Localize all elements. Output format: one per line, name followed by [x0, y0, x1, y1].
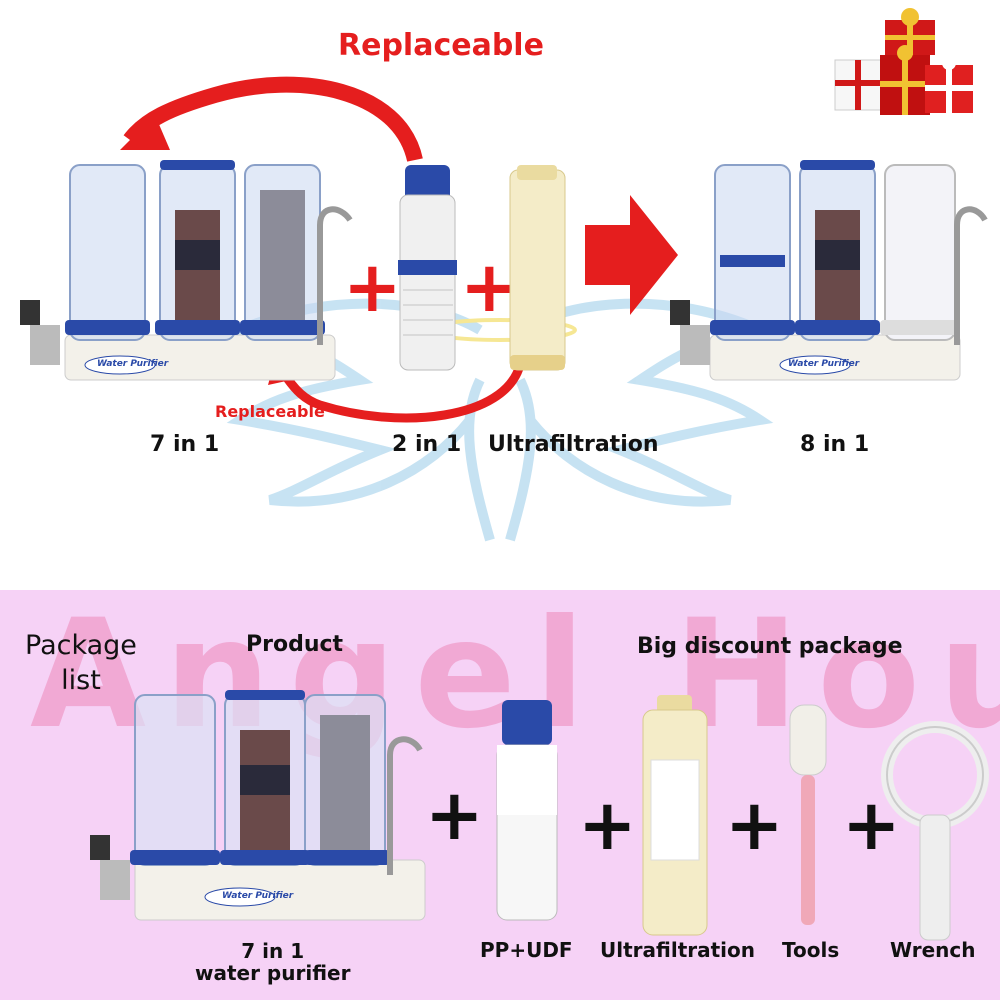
replaceable-top-label: Replaceable	[338, 28, 544, 63]
filter-2in1-image	[398, 165, 457, 371]
red-arrow-icon	[585, 195, 678, 315]
top-section: Replaceable Replaceable Water Purifier +	[20, 8, 988, 542]
plus-sign: +	[460, 246, 519, 328]
item-wrench-label: Wrench	[890, 938, 976, 962]
item-tools-label: Tools	[782, 938, 840, 962]
plus-sign: +	[725, 784, 784, 866]
plus-sign: +	[425, 774, 484, 856]
label-ultrafiltration: Ultrafiltration	[488, 432, 659, 457]
product-badge: Water Purifier	[222, 891, 294, 901]
tools-brush-image	[789, 704, 827, 925]
item-uf-label: Ultrafiltration	[600, 938, 756, 962]
purifier-8in1-image	[670, 160, 988, 381]
label-7in1: 7 in 1	[150, 432, 220, 457]
replaceable-bottom-label: Replaceable	[215, 402, 325, 421]
purifier-product-image	[90, 690, 426, 921]
wrench-image	[881, 721, 989, 941]
badge-7in1: Water Purifier	[97, 359, 169, 369]
badge-8in1: Water Purifier	[788, 359, 860, 369]
uf-cartridge-image	[642, 695, 708, 936]
discount-label: Big discount package	[637, 634, 903, 659]
ultrafiltration-image	[509, 165, 566, 371]
plus-sign: +	[343, 246, 402, 328]
gift-boxes-icon	[834, 8, 973, 115]
ppudf-cartridge-image	[496, 700, 558, 921]
label-8in1: 8 in 1	[800, 432, 870, 457]
label-2in1: 2 in 1	[392, 432, 462, 457]
purifier-7in1-image	[20, 160, 353, 381]
product-label: Product	[246, 632, 344, 657]
item-purifier-label: 7 in 1 water purifier	[195, 939, 351, 985]
plus-sign: +	[578, 784, 637, 866]
package-list-label: Package list	[25, 630, 137, 697]
item-ppudf-label: PP+UDF	[480, 938, 573, 962]
package-section: Angel House Package list Product Big dis…	[0, 590, 1000, 1000]
